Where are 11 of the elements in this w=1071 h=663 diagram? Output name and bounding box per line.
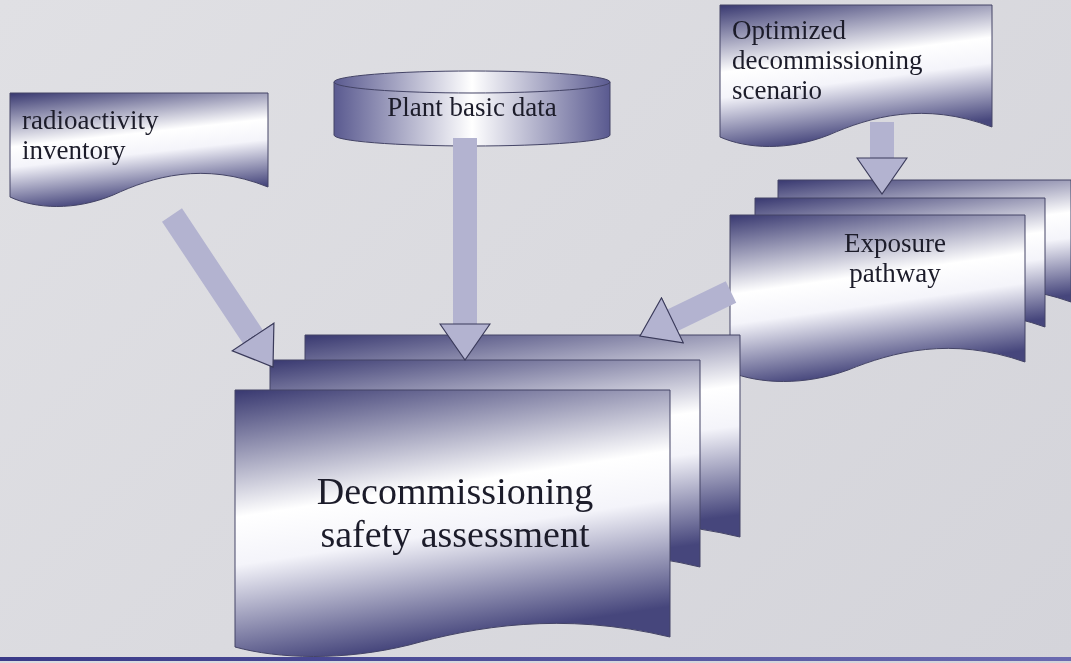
node-text: Plant basic data (386, 92, 558, 123)
block-arrow (439, 138, 491, 361)
node-text: radioactivity inventory (22, 105, 160, 166)
stacked-document-shape (235, 335, 740, 655)
document-shape (10, 93, 268, 205)
data-cylinder (333, 70, 611, 147)
node-text: Decommissioning safety assessment (315, 470, 595, 556)
document-shape (720, 5, 992, 145)
node-text: Exposure pathway (843, 228, 947, 289)
stacked-document-shape (730, 180, 1071, 385)
node-text: Optimized decommissioning scenario (732, 15, 924, 106)
